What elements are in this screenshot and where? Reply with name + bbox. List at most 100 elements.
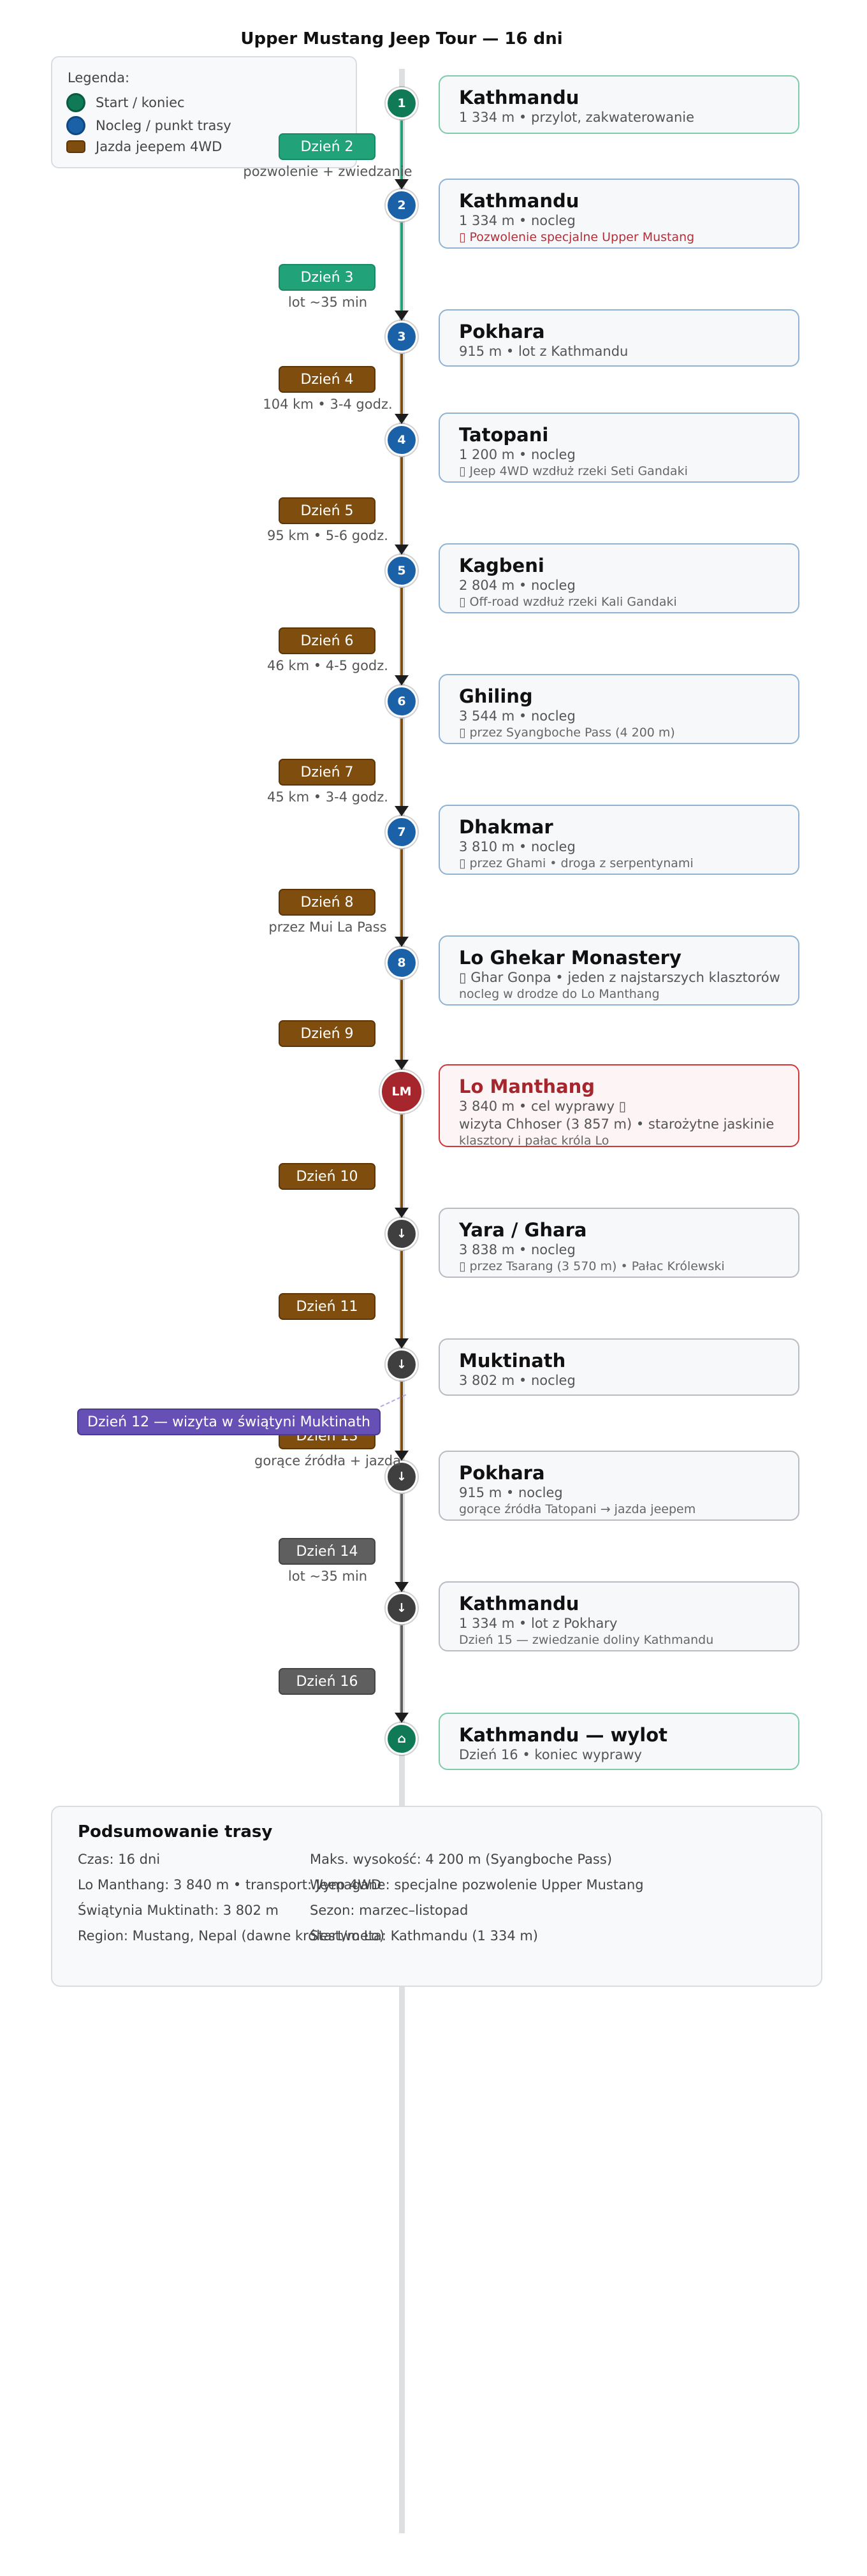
stop-card: Kagbeni 2 804 m • nocleg ▯ Off-road wzdłuż… [439,543,799,613]
day-badge: Dzień 2 [279,133,375,160]
day-label: przez Mui La Pass [268,919,387,935]
route-node-1: 1 [386,87,418,119]
legend-title: Legenda: [68,70,130,85]
route-node-9: LM [380,1070,423,1113]
stop-note: ▯ przez Ghami • droga z serpentynami [459,856,694,870]
arrow-down-icon [395,1060,409,1070]
stop-title: Lo Ghekar Monastery [459,947,681,969]
summary-item: Wymagane: specjalne pozwolenie Upper Mus… [310,1877,644,1892]
stop-details: 915 m • lot z Kathmandu [459,344,629,359]
arrow-down-icon [395,311,409,321]
stop-note: ▯ przez Tsarang (3 570 m) • Pałac Królew… [459,1259,725,1273]
route-node-10: ↓ [386,1218,418,1250]
route-node-13: ↓ [386,1592,418,1624]
day-label: 104 km • 3-4 godz. [263,397,393,412]
arrow-down-icon [395,1582,409,1592]
stop-note: ▯ przez Syangboche Pass (4 200 m) [459,726,675,740]
stop-note: ▯ Jeep 4WD wzdłuż rzeki Seti Gandaki [459,464,688,478]
route-connector [400,719,403,806]
stop-details: 1 334 m • lot z Pokhary [459,1616,618,1631]
day-badge: Dzień 5 [279,497,375,524]
legend-item-start: Start / koniec [66,93,185,112]
day-label: 95 km • 5-6 godz. [267,528,388,543]
day-label: lot ~35 min [288,1569,368,1584]
arrow-down-icon [395,1208,409,1218]
arrow-down-icon [395,1713,409,1723]
side-trip-badge: Dzień 12 — wizyta w świątyni Muktinath [77,1409,381,1435]
day-badge: Dzień 10 [279,1163,375,1190]
stop-title: Pokhara [459,321,545,342]
route-connector [400,1625,403,1713]
day-badge: Dzień 11 [279,1293,375,1320]
stop-card: Pokhara 915 m • lot z Kathmandu [439,309,799,367]
stop-details: 2 804 m • nocleg [459,578,576,593]
arrow-down-icon [395,414,409,424]
stop-note: Dzień 15 — zwiedzanie doliny Kathmandu [459,1633,714,1647]
day-badge: Dzień 4 [279,366,375,393]
stop-title: Yara / Ghara [459,1219,587,1241]
summary-item: Maks. wysokość: 4 200 m (Syangboche Pass… [310,1852,613,1867]
route-connector [400,354,403,414]
stop-title: Pokhara [459,1462,545,1484]
stop-details: 915 m • nocleg [459,1485,563,1500]
stop-details: wizyta Chhoser (3 857 m) • starożytne ja… [459,1116,775,1132]
stop-details: 1 334 m • nocleg [459,213,576,228]
jeep-marker-icon [66,140,85,153]
stop-title: Kathmandu [459,190,579,212]
stop-details: 3 810 m • nocleg [459,839,576,854]
route-connector [400,121,403,179]
stop-title: Ghiling [459,685,533,707]
stop-details: 3 838 m • nocleg [459,1242,576,1257]
stop-note: ▯ Off-road wzdłuż rzeki Kali Gandaki [459,595,677,609]
route-summary: Podsumowanie trasy Czas: 16 dni Lo Manth… [51,1806,822,1987]
arrow-down-icon [395,1338,409,1349]
route-node-5: 5 [386,555,418,587]
day-badge: Dzień 6 [279,627,375,654]
stop-details: 1 200 m • nocleg [459,447,576,462]
summary-item: Start/meta: Kathmandu (1 334 m) [310,1928,539,1943]
arrow-down-icon [395,1451,409,1461]
stop-note: gorące źródła Tatopani → jazda jeepem [459,1502,696,1516]
stop-title: Kagbeni [459,555,544,576]
day-badge: Dzień 3 [279,264,375,291]
arrow-down-icon [395,937,409,947]
route-node-3: 3 [386,321,418,353]
stop-note: nocleg w drodze do Lo Manthang [459,987,660,1001]
route-connector [400,588,403,675]
legend-item-jeep: Jazda jeepem 4WD [66,139,222,154]
route-connector [400,980,403,1060]
legend-item-label: Nocleg / punkt trasy [96,118,231,133]
day-badge: Dzień 8 [279,889,375,916]
route-node-2: 2 [386,189,418,221]
stop-details: 3 802 m • nocleg [459,1373,576,1388]
day-label: 46 km • 4-5 godz. [267,658,388,673]
route-node-11: ↓ [386,1349,418,1380]
summary-item: Sezon: marzec–listopad [310,1903,469,1918]
arrow-down-icon [395,545,409,555]
stop-details: 1 334 m • przylot, zakwaterowanie [459,110,695,125]
stop-note: klasztory i pałac króla Lo [459,1134,609,1147]
day-badge: Dzień 16 [279,1668,375,1695]
summary-item: Lo Manthang: 3 840 m • transport: Jeep 4… [78,1877,382,1892]
stop-title: Lo Manthang [459,1076,595,1097]
route-connector [400,1251,403,1338]
route-connector [400,849,403,937]
summary-item: Czas: 16 dni [78,1852,161,1867]
summary-item: Region: Mustang, Nepal (dawne królestwo … [78,1928,385,1943]
day-label: pozwolenie + zwiedzanie [243,164,412,179]
route-connector [400,1115,403,1208]
route-node-8: 8 [386,947,418,979]
stop-details: ▯ Ghar Gonpa • jeden z najstarszych klas… [459,970,780,985]
day-badge: Dzień 7 [279,759,375,786]
arrow-down-icon [395,806,409,816]
